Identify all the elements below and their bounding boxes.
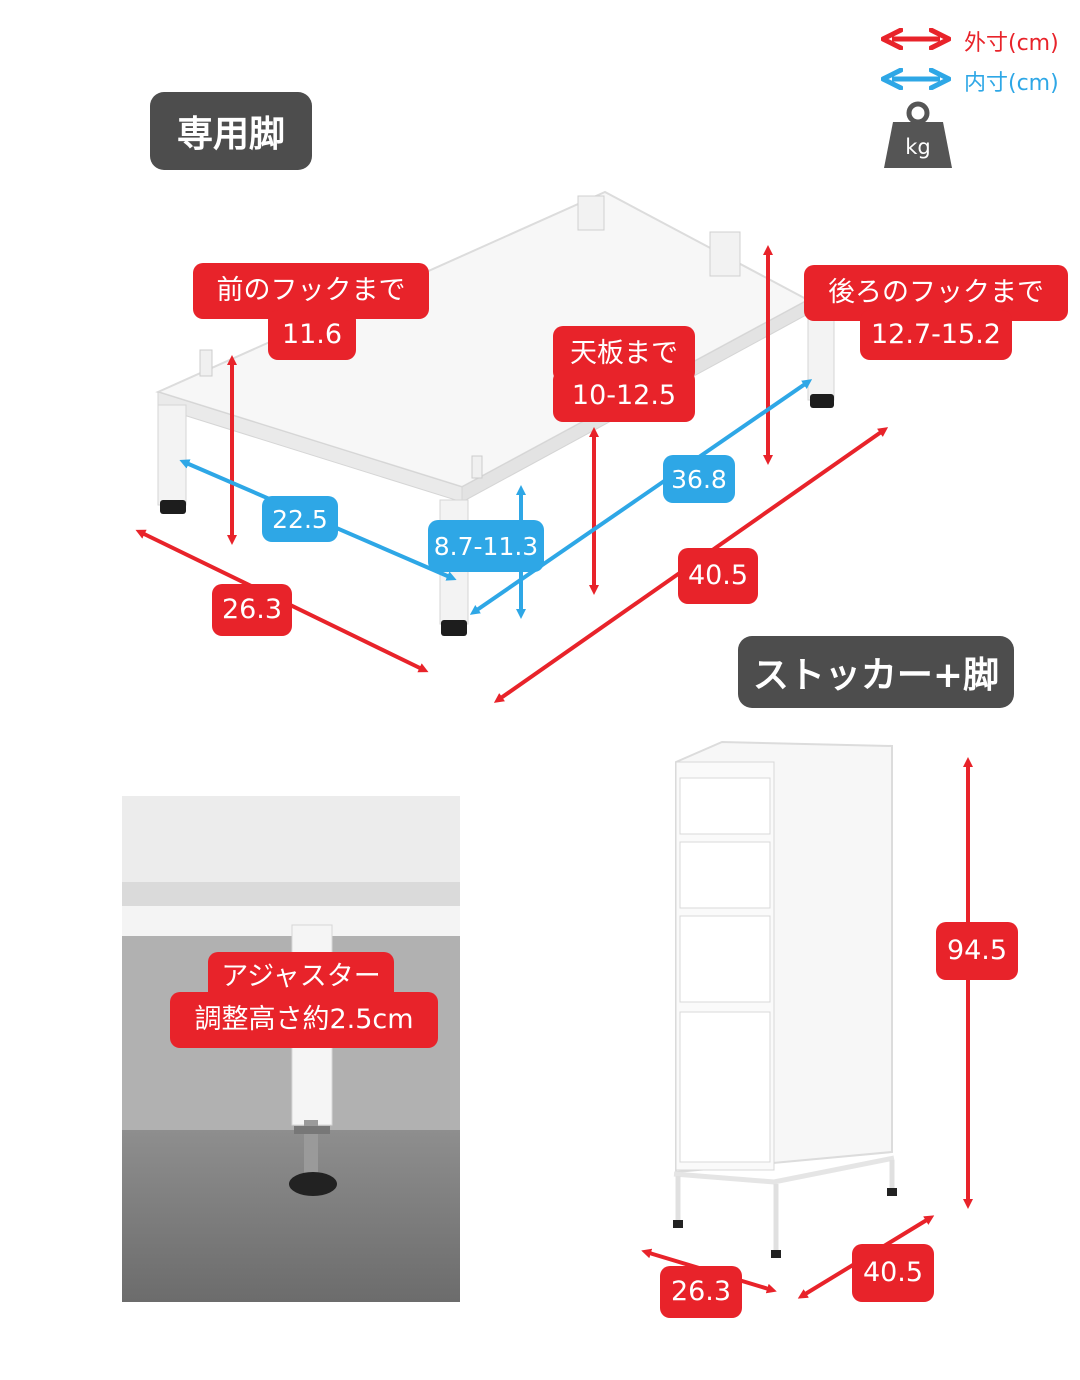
legend-inner-text: 内寸(cm) (964, 71, 1059, 96)
back-hook-value: 12.7-15.2 (860, 310, 1012, 360)
stocker-depth-value: 40.5 (852, 1244, 934, 1302)
adjuster-line2: 調整高さ約2.5cm (170, 992, 438, 1048)
adjuster-photo (122, 796, 460, 1302)
outer-width-value: 26.3 (212, 584, 292, 636)
leg-section-title: 専用脚 (150, 92, 312, 170)
weight-unit: kg (905, 135, 931, 159)
stocker-width-value: 26.3 (660, 1266, 742, 1318)
weight-icon (884, 101, 952, 168)
front-hook-label: 前のフックまで (193, 263, 429, 319)
stocker-height-value: 94.5 (936, 922, 1018, 980)
inner-depth-value: 36.8 (663, 455, 735, 503)
legend-outer-text: 外寸(cm) (964, 31, 1059, 56)
back-hook-label: 後ろのフックまで (804, 265, 1068, 321)
front-hook-value: 11.6 (268, 310, 356, 360)
top-value: 10-12.5 (553, 370, 695, 422)
inner-height-value: 8.7-11.3 (428, 520, 544, 572)
stocker-section-title: ストッカー+脚 (738, 636, 1014, 708)
inner-width-value: 22.5 (262, 496, 338, 542)
outer-depth-value: 40.5 (678, 548, 758, 604)
stocker-illustration (673, 740, 897, 1258)
